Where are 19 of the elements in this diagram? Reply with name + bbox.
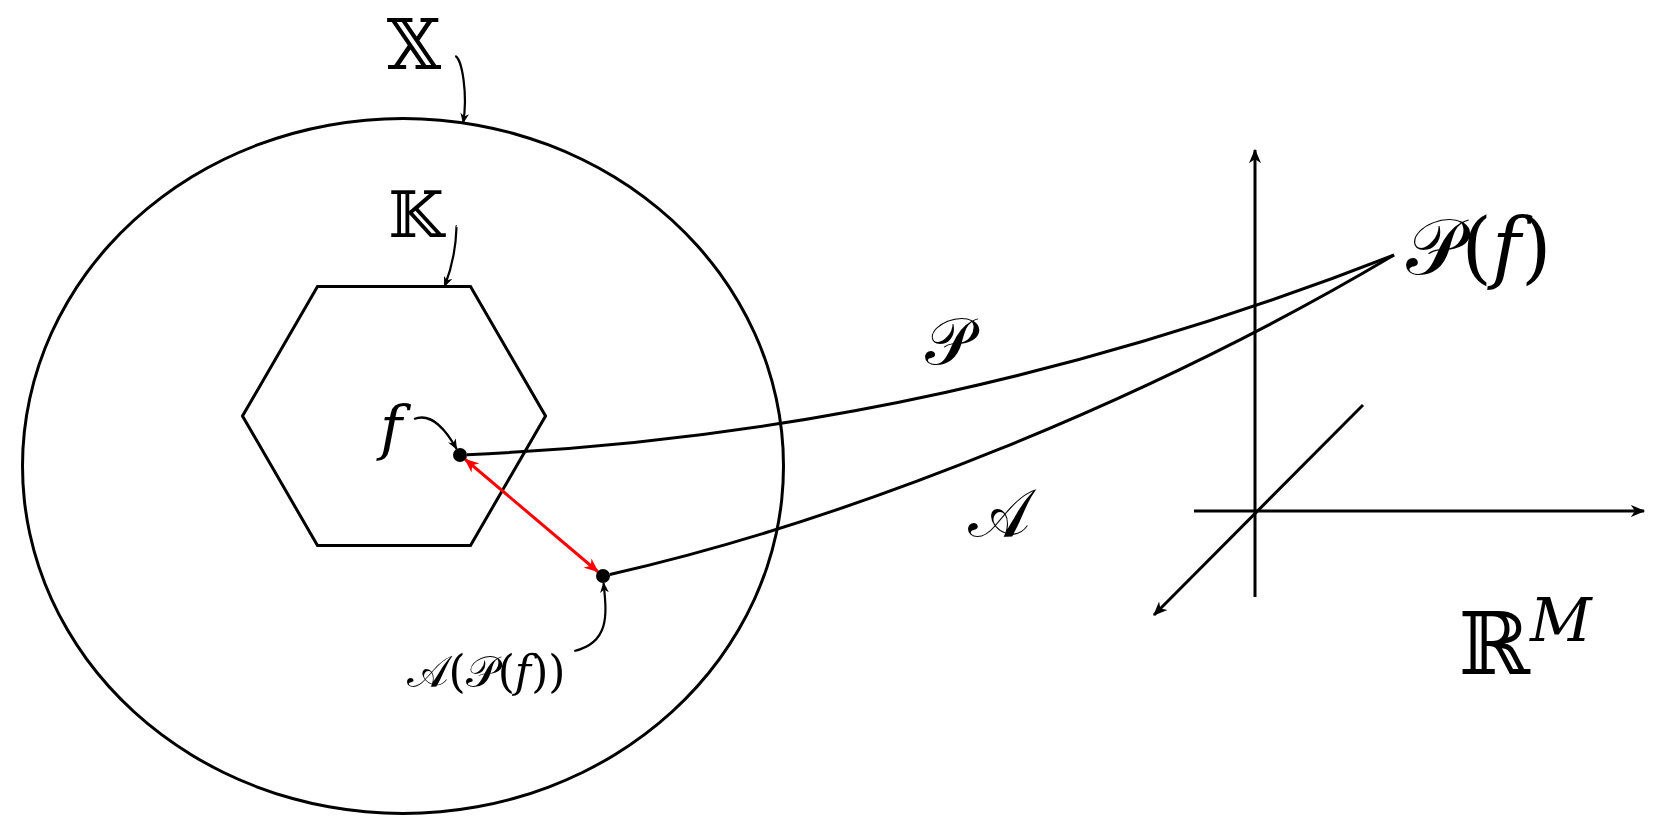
leader-arrow <box>413 416 458 450</box>
hexagon-outline <box>241 285 547 547</box>
distance-arrow <box>464 458 599 573</box>
point-dot <box>596 569 610 583</box>
mapping-curve <box>609 253 1395 576</box>
mapping-curve <box>466 253 1395 457</box>
ellipse-outline <box>21 117 785 815</box>
point-label: 𝒫(𝑓) <box>1390 201 1567 295</box>
edge-label: 𝒫 <box>911 302 987 382</box>
point-dot <box>453 448 467 462</box>
point-label: 𝒜(𝒫(𝑓)) <box>397 645 575 699</box>
leader-arrow <box>443 226 458 288</box>
edge-label: 𝒜 <box>954 474 1044 554</box>
set-label: 𝕂 <box>375 176 457 254</box>
space-label: ℝ$^{𝑀}$ <box>1457 593 1594 697</box>
point-label: 𝑓 <box>367 392 415 464</box>
leader-arrow <box>573 582 609 653</box>
leader-arrow <box>454 55 469 124</box>
set-label: 𝕏 <box>372 3 456 87</box>
